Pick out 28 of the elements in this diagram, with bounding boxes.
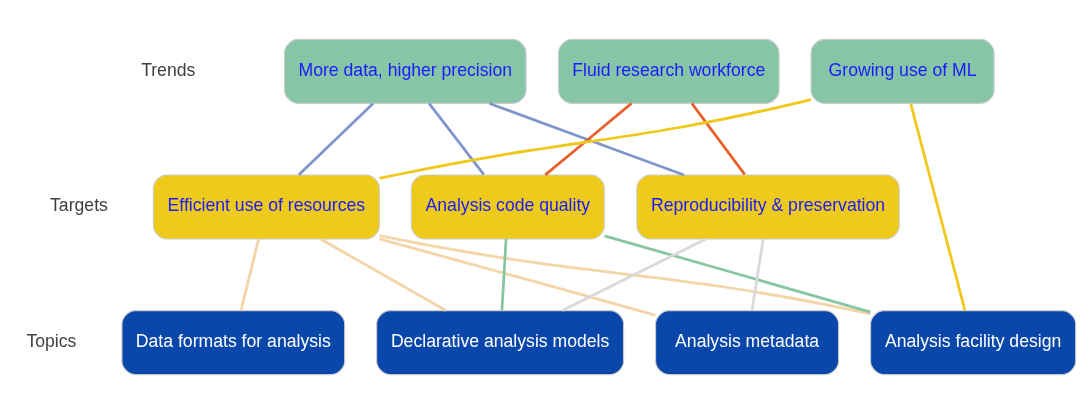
- connector: [544, 102, 633, 176]
- node-box: Analysis facility design: [870, 310, 1077, 376]
- connector: [379, 98, 812, 180]
- label: Topics: [26, 330, 77, 351]
- connector: [500, 238, 508, 311]
- connector: [690, 102, 746, 176]
- label: Trends: [141, 59, 196, 80]
- connector: [561, 237, 707, 312]
- node-box: More data, higher precision: [284, 38, 527, 104]
- connector: [488, 102, 685, 177]
- connector: [750, 238, 765, 311]
- node-box: Analysis code quality: [410, 174, 605, 240]
- node-box: Declarative analysis models: [376, 310, 625, 376]
- node-box: Growing use of ML: [810, 38, 995, 104]
- connector: [379, 234, 871, 316]
- connector: [909, 103, 967, 311]
- connector: [239, 238, 261, 311]
- node-box: Efficient use of resources: [152, 174, 380, 240]
- connector: [379, 237, 656, 317]
- label: Targets: [50, 195, 108, 216]
- connector: [604, 234, 871, 314]
- connector: [428, 102, 485, 176]
- connector: [297, 102, 375, 176]
- node-box: Reproducibility & preservation: [636, 174, 900, 240]
- node-box: Analysis metadata: [655, 310, 840, 376]
- node-box: Fluid research workforce: [558, 38, 780, 104]
- connector: [319, 237, 447, 312]
- node-box: Data formats for analysis: [121, 310, 346, 376]
